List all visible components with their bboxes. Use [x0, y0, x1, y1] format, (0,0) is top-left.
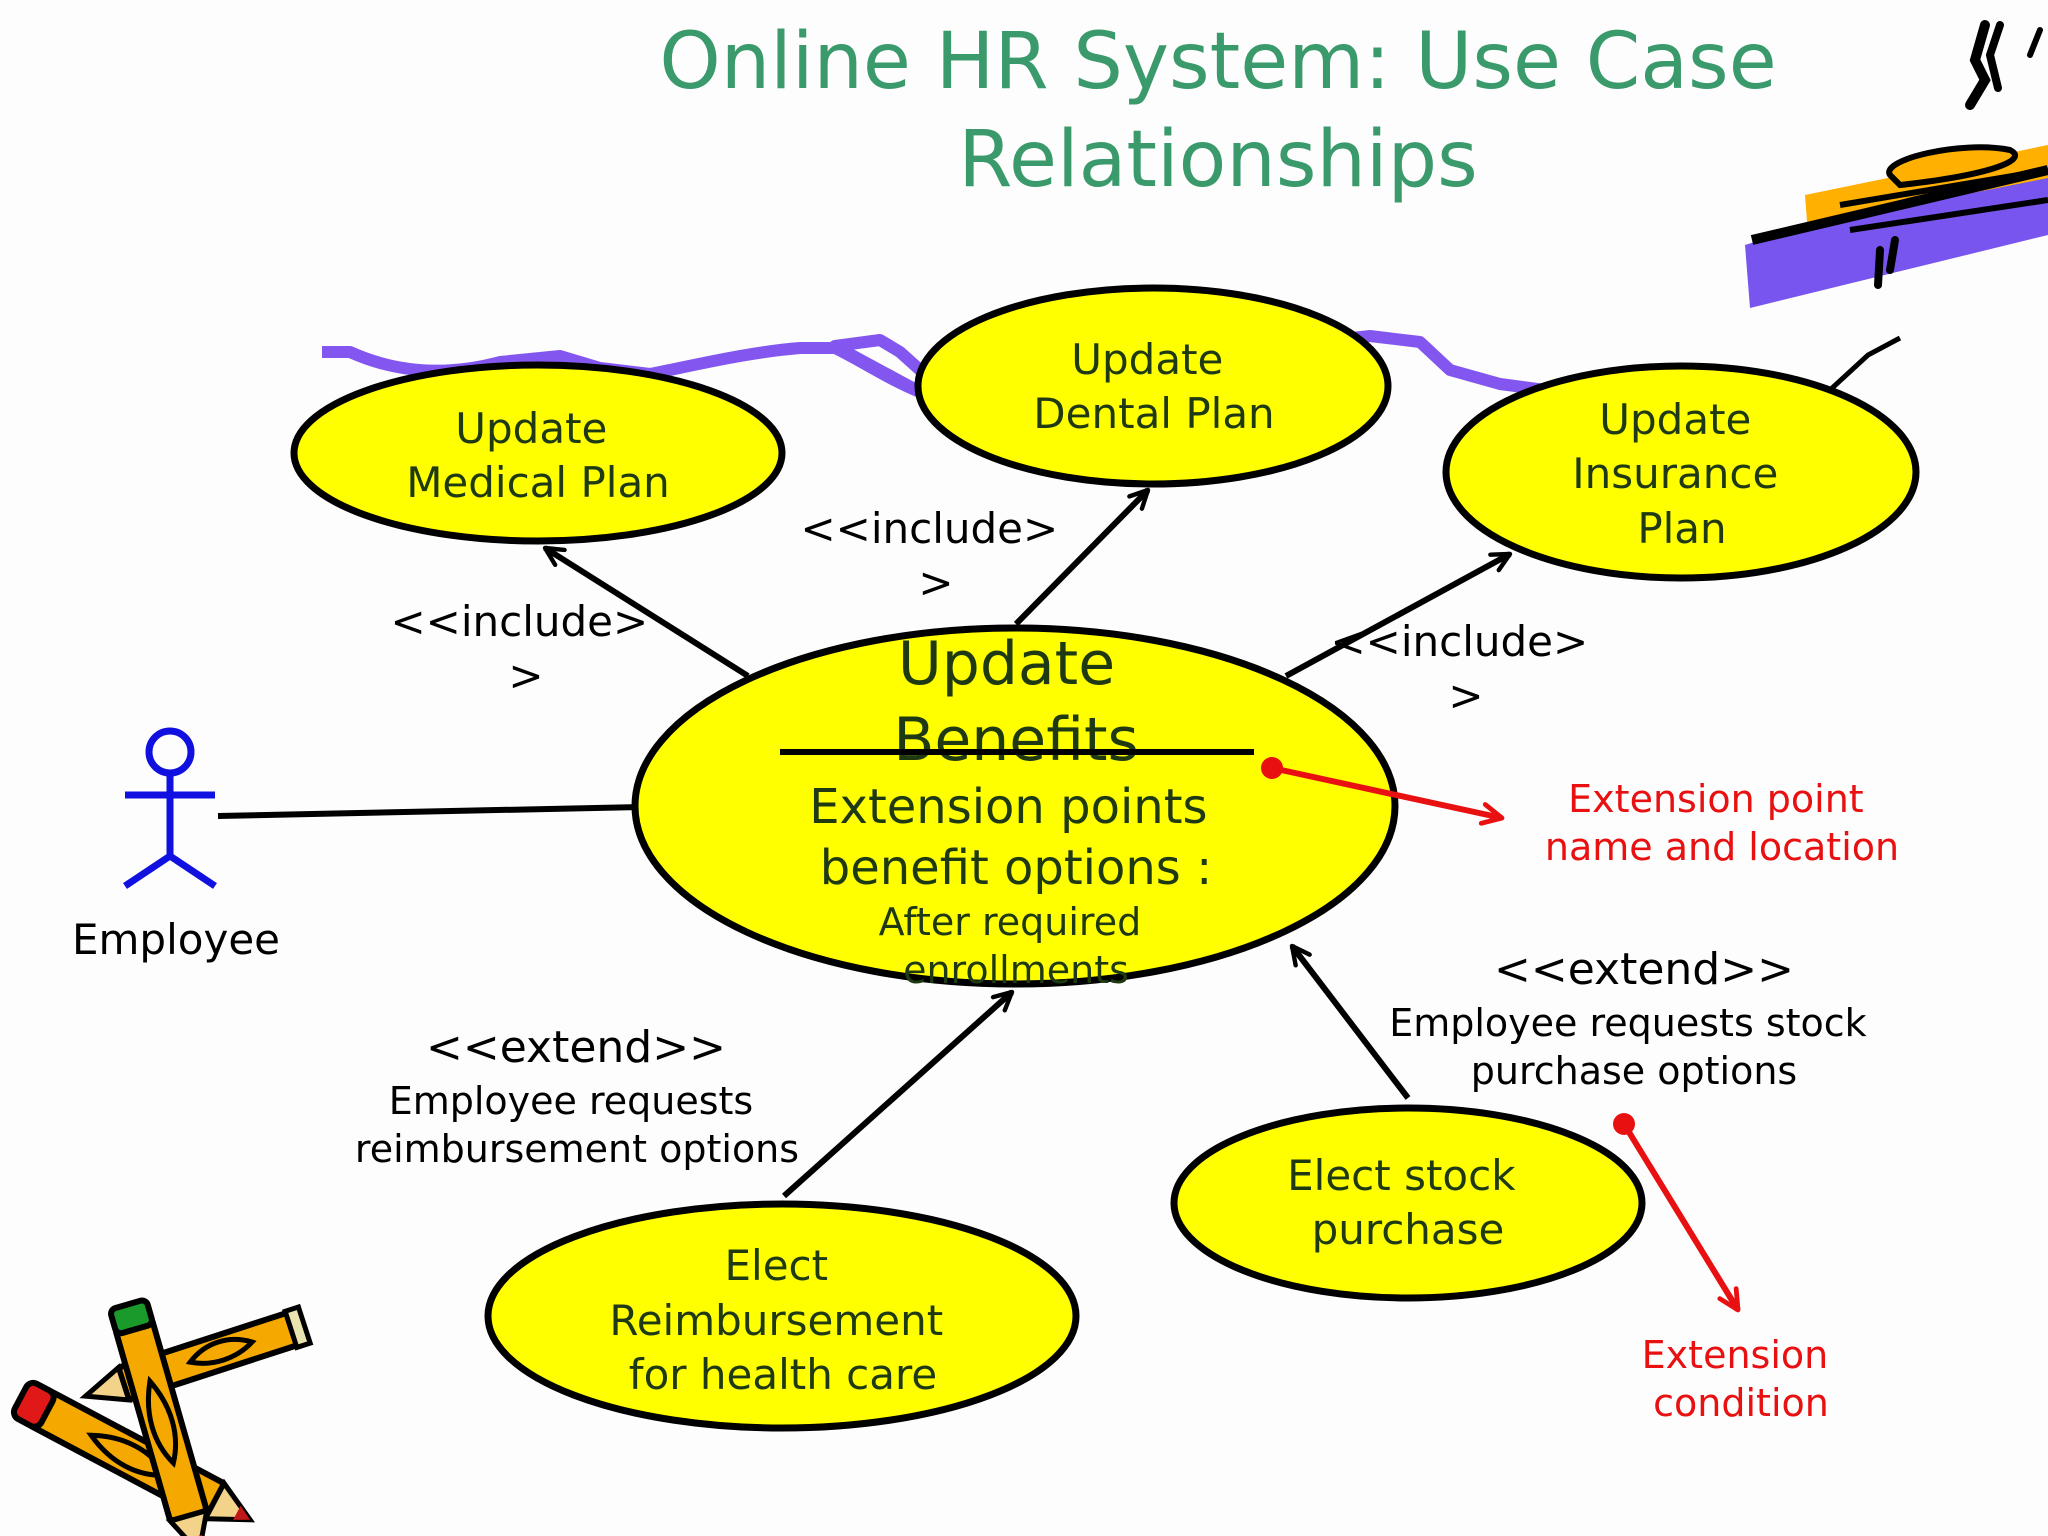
include-arrow-dental — [1013, 487, 1151, 627]
use-case-update-medical-plan[interactable]: Update Medical Plan — [290, 361, 786, 545]
include-label-medical: <<include> > — [390, 597, 661, 700]
use-case-name: Update Benefits — [893, 629, 1139, 775]
include-arrow-insurance — [1284, 551, 1513, 679]
extension-condition-annotation: Extension condition — [1642, 1333, 1841, 1425]
extension-points-label: Extension points benefit options : — [809, 779, 1223, 896]
extension-condition-callout: Extension condition — [1613, 1113, 1841, 1425]
hurdle-runner-clipart — [1745, 20, 2048, 392]
extend-stereotype: <<extend>> — [1494, 944, 1794, 995]
use-case-label: Update Medical Plan — [406, 404, 670, 507]
use-case-update-benefits[interactable]: Update Benefits Extension points benefit… — [631, 624, 1399, 992]
use-case-update-insurance-plan[interactable]: Update Insurance Plan — [1442, 362, 1920, 582]
use-case-elect-stock-purchase[interactable]: Elect stock purchase — [1170, 1104, 1646, 1302]
use-case-label: Update Insurance Plan — [1572, 395, 1791, 553]
employee-actor[interactable]: Employee — [72, 727, 280, 964]
extension-point-location: After required enrollments — [879, 900, 1154, 992]
use-case-label: Elect stock purchase — [1287, 1151, 1529, 1254]
extension-point-callout: Extension point name and location — [1261, 757, 1899, 869]
extend-arrow-stock — [1289, 943, 1411, 1100]
extend-condition: Employee requests stock purchase options — [1389, 1001, 1879, 1093]
include-label-dental: <<include> > — [800, 504, 1071, 607]
use-case-label: Elect Reimbursement for health care — [609, 1241, 956, 1399]
page-title-line-1: Online HR System: Use Case — [659, 17, 1776, 107]
extend-label-reimbursement: <<extend>> Employee requests reimburseme… — [355, 1022, 799, 1171]
extend-label-stock: <<extend>> Employee requests stock purch… — [1389, 944, 1879, 1093]
include-label-insurance: <<include> > — [1330, 617, 1601, 720]
extend-arrow-reimbursement — [781, 989, 1015, 1199]
actor-label: Employee — [72, 915, 280, 964]
pencils-clipart — [10, 1297, 314, 1536]
use-case-label: Update Dental Plan — [1033, 335, 1274, 438]
page-title-line-2: Relationships — [958, 115, 1477, 205]
extension-point-annotation: Extension point name and location — [1545, 777, 1899, 869]
include-arrow-medical — [542, 545, 750, 679]
use-case-elect-reimbursement[interactable]: Elect Reimbursement for health care — [484, 1200, 1080, 1432]
stick-figure-icon — [123, 727, 217, 889]
extend-condition: Employee requests reimbursement options — [355, 1079, 799, 1171]
extend-stereotype: <<extend>> — [426, 1022, 726, 1073]
decorative-swoosh — [322, 330, 1561, 398]
association-line — [217, 804, 641, 819]
use-case-update-dental-plan[interactable]: Update Dental Plan — [914, 284, 1392, 488]
